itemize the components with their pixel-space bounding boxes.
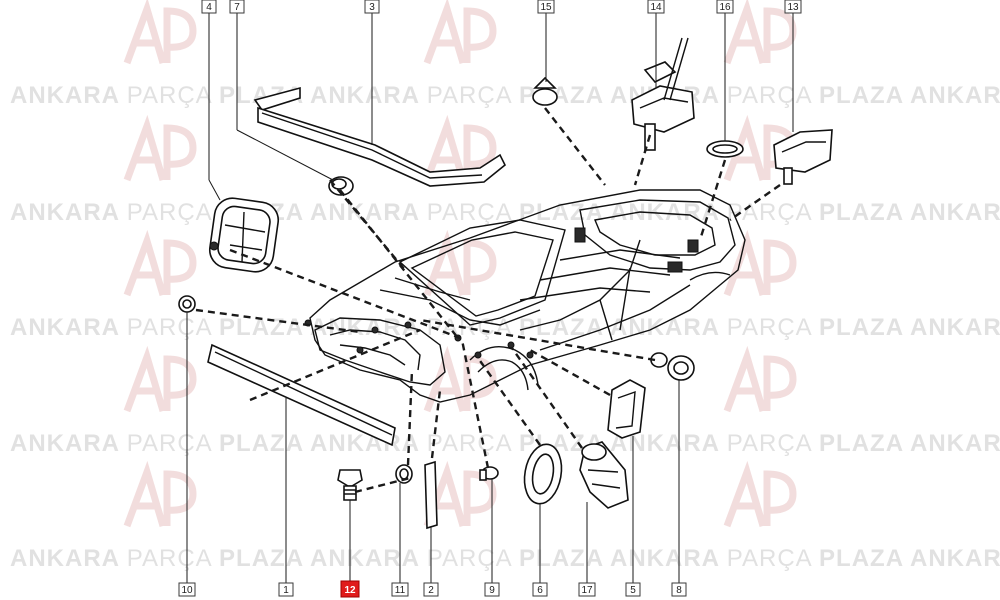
leader-lines xyxy=(186,13,794,583)
part-17-boot xyxy=(579,441,629,509)
callout-17[interactable]: 17 xyxy=(578,582,596,597)
watermark-logo xyxy=(723,460,797,528)
callout-3[interactable]: 3 xyxy=(364,0,380,14)
svg-text:8: 8 xyxy=(676,585,682,596)
watermark-text: ANKARA PARÇA PLAZA xyxy=(610,314,904,341)
part-13-mount xyxy=(773,129,833,185)
watermark-logo xyxy=(723,0,797,65)
svg-text:14: 14 xyxy=(650,2,662,13)
watermark-text: ANKARA PARÇA PLAZA xyxy=(310,430,604,457)
watermark-text: ANKARA PARÇA PLAZA xyxy=(610,545,904,572)
part-12-clip xyxy=(337,469,363,501)
callout-13[interactable]: 13 xyxy=(784,0,802,14)
part-4-grommet xyxy=(208,197,280,273)
svg-text:1: 1 xyxy=(283,585,289,596)
watermark-text: ANKARA PARÇA PLAZA xyxy=(910,82,1000,109)
callout-15[interactable]: 15 xyxy=(537,0,555,14)
watermark-logo xyxy=(723,229,797,297)
part-2-strip xyxy=(424,460,438,530)
callout-6[interactable]: 6 xyxy=(532,582,548,597)
watermark-text: ANKARA PARÇA PLAZA xyxy=(910,430,1000,457)
watermark-logo xyxy=(123,114,197,182)
callout-10[interactable]: 10 xyxy=(178,582,196,597)
callout-5[interactable]: 5 xyxy=(625,582,641,597)
svg-text:7: 7 xyxy=(234,2,240,13)
part-16-ring xyxy=(706,140,744,158)
watermark-logo xyxy=(123,345,197,413)
part-8-plug xyxy=(650,352,695,381)
watermark-text: ANKARA PARÇA PLAZA xyxy=(910,199,1000,226)
callout-4[interactable]: 4 xyxy=(201,0,217,14)
watermark-text: ANKARA PARÇA PLAZA xyxy=(310,82,604,109)
svg-text:9: 9 xyxy=(489,585,495,596)
watermark-text: ANKARA PARÇA PLAZA xyxy=(910,545,1000,572)
watermark-text: ANKARA PARÇA PLAZA xyxy=(610,430,904,457)
watermark-text: ANKARA PARÇA PLAZA xyxy=(310,199,604,226)
dashed-routes xyxy=(195,107,781,494)
watermark-text: ANKARA PARÇA PLAZA xyxy=(910,314,1000,341)
car-body-shell xyxy=(304,189,746,403)
watermark-text: ANKARA PARÇA PLAZA xyxy=(10,545,304,572)
part-3-seal-strip xyxy=(253,86,507,187)
svg-text:16: 16 xyxy=(719,2,731,13)
callout-12[interactable]: 12 xyxy=(340,580,360,598)
watermark-logo xyxy=(423,114,497,182)
watermark-logo xyxy=(123,460,197,528)
svg-text:17: 17 xyxy=(581,585,593,596)
callout-16[interactable]: 16 xyxy=(716,0,734,14)
svg-text:12: 12 xyxy=(344,585,356,596)
svg-text:2: 2 xyxy=(428,585,434,596)
svg-text:3: 3 xyxy=(369,2,375,13)
part-6-grommet xyxy=(523,443,563,505)
callout-8[interactable]: 8 xyxy=(671,582,687,597)
watermark-logo xyxy=(423,229,497,297)
part-9-clip xyxy=(479,466,499,481)
watermark-logo xyxy=(123,0,197,65)
svg-text:4: 4 xyxy=(206,2,212,13)
callout-11[interactable]: 11 xyxy=(391,582,409,597)
svg-text:13: 13 xyxy=(787,2,799,13)
callout-7[interactable]: 7 xyxy=(229,0,245,14)
watermark-text: ANKARA PARÇA PLAZA xyxy=(10,430,304,457)
watermark-text: ANKARA PARÇA PLAZA xyxy=(610,82,904,109)
watermark-text: ANKARA PARÇA PLAZA xyxy=(310,545,604,572)
part-5-grommet xyxy=(607,379,646,439)
callout-14[interactable]: 14 xyxy=(647,0,665,14)
watermark-logo xyxy=(423,345,497,413)
watermark-logo xyxy=(423,0,497,65)
watermark-logo xyxy=(123,229,197,297)
callout-1[interactable]: 1 xyxy=(278,582,294,597)
svg-text:5: 5 xyxy=(630,585,636,596)
callout-9[interactable]: 9 xyxy=(484,582,500,597)
svg-text:6: 6 xyxy=(537,585,543,596)
svg-text:10: 10 xyxy=(181,585,193,596)
part-10-plug xyxy=(178,295,196,313)
part-15-grommet xyxy=(532,76,558,106)
part-1-front-strip xyxy=(207,343,396,447)
svg-text:11: 11 xyxy=(395,585,406,596)
callout-2[interactable]: 2 xyxy=(423,582,439,597)
svg-text:15: 15 xyxy=(540,2,552,13)
watermark-logo xyxy=(723,345,797,413)
callouts: 4 7 3 15 14 16 13 10 1 12 11 2 9 6 17 5 … xyxy=(178,0,802,598)
